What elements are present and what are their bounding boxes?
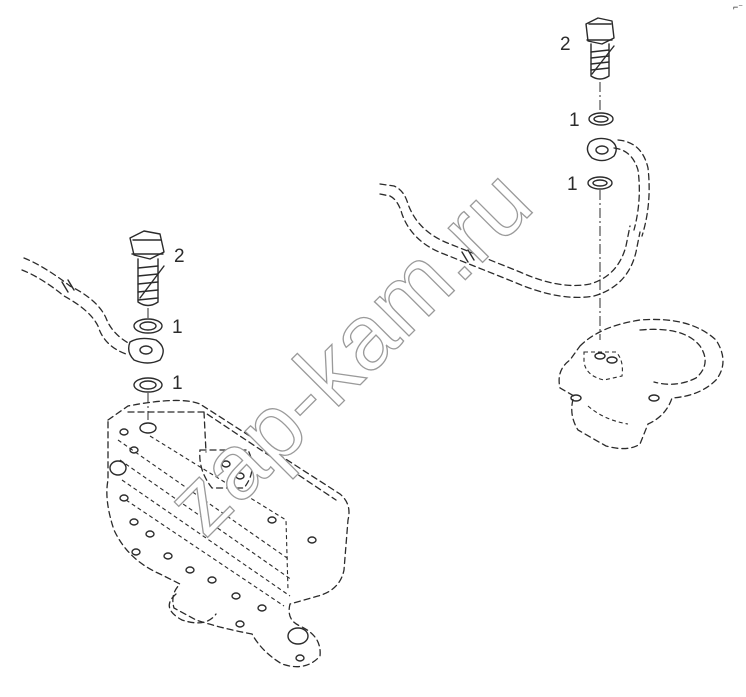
callout-top-washer-upper: 1 (569, 110, 580, 131)
callout-top-bolt: 2 (560, 34, 571, 55)
callout-left-washer-lower: 1 (172, 373, 183, 394)
left-washer-upper-icon (133, 318, 163, 334)
top-washer-upper-icon (588, 112, 614, 126)
callout-left-bolt: 2 (174, 246, 185, 267)
right-housing-icon (558, 318, 724, 450)
callout-left-washer-upper: 1 (172, 317, 183, 338)
right-pipe-icon (379, 183, 641, 299)
top-banjo-fitting-icon (586, 137, 650, 237)
top-banjo-bolt-icon (585, 17, 615, 112)
left-banjo-bolt-icon (129, 230, 165, 318)
right-assembly (379, 17, 724, 450)
left-housing-icon (106, 399, 350, 668)
corner-mark: ⌐⁻ (733, 2, 743, 12)
left-pipe-icon (21, 257, 164, 364)
top-washer-lower-icon (587, 176, 613, 340)
left-washer-lower-icon (133, 377, 163, 420)
left-assembly (21, 230, 350, 668)
callout-top-washer-lower: 1 (567, 174, 578, 195)
watermark: zap-kam.ru (147, 150, 552, 555)
